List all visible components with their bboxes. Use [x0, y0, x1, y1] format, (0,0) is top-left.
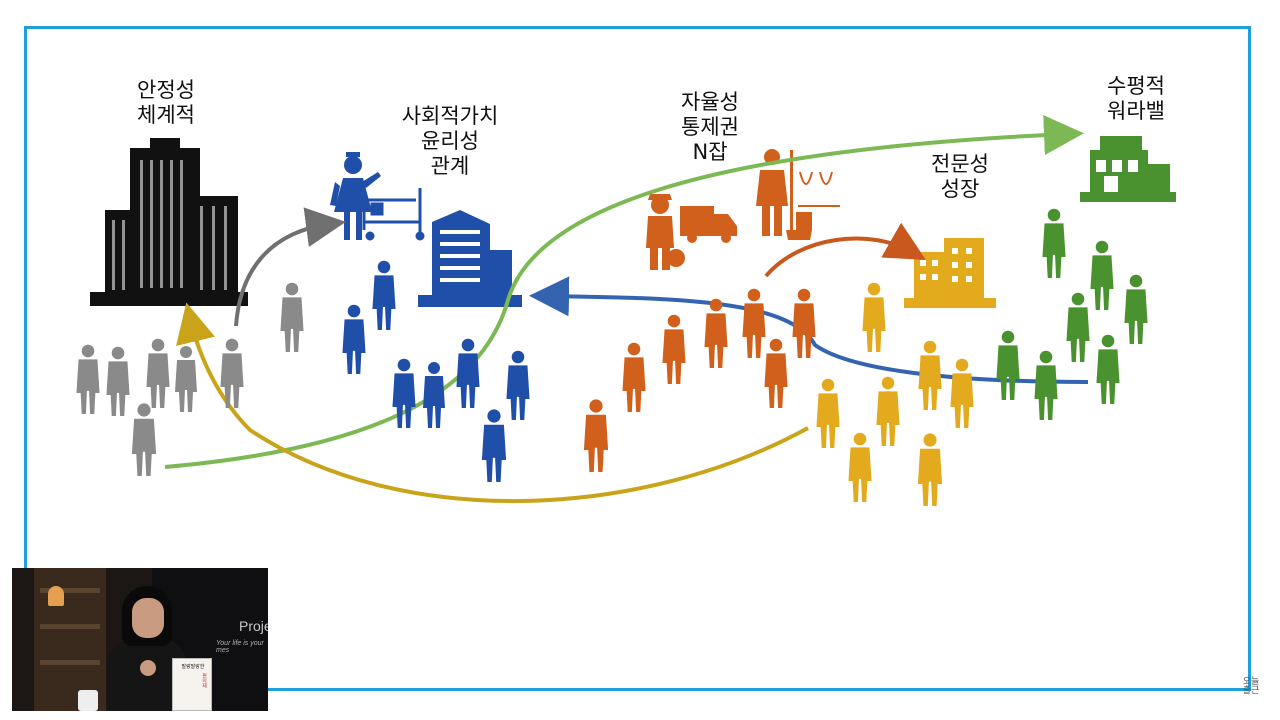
channel-watermark: 오늘 출근 — [1242, 677, 1260, 696]
book-title: 말랑말랑한 — [181, 664, 205, 670]
startup-office-icon — [1080, 136, 1176, 202]
speaker-face — [132, 598, 164, 638]
label-stability: 안정성 체계적 — [137, 78, 195, 127]
skyscraper-icon — [90, 138, 248, 306]
orange-arrow — [764, 222, 926, 278]
delivery-worker-icon — [646, 194, 685, 270]
hospital-bed-icon — [362, 188, 425, 241]
yellow-arrow — [176, 302, 809, 504]
book-cover: 말랑말랑한 편의제 — [172, 658, 212, 711]
banner-subtitle: Your life is your mes — [216, 640, 264, 654]
banner-title: Project — [239, 618, 268, 634]
company-building-icon — [904, 238, 996, 308]
janitor-icon — [756, 149, 812, 240]
person-silhouette-icon — [816, 282, 974, 506]
label-social: 사회적가치 윤리성 관계 — [401, 104, 499, 178]
bookshelf — [34, 568, 106, 711]
green-arrow — [164, 115, 1084, 469]
lamp-icon — [48, 586, 64, 606]
book-side-text: 편의제 — [201, 673, 207, 688]
webcam-overlay: Project Your life is your mes 말랑말랑한 편의제 — [12, 568, 268, 711]
urinal-icon — [798, 171, 840, 207]
mug-icon — [78, 690, 98, 711]
label-horizontal: 수평적 워라밸 — [1107, 74, 1165, 123]
gray-arrow — [234, 207, 346, 327]
office-building-icon — [418, 210, 522, 307]
speaker-hand — [140, 660, 156, 676]
nurse-icon — [330, 152, 381, 240]
person-silhouette-icon — [583, 288, 816, 472]
person-silhouette-icon — [996, 208, 1148, 420]
truck-icon — [680, 206, 737, 243]
person-silhouette-icon — [76, 282, 304, 476]
label-autonomy: 자율성 통제권 N잡 — [681, 90, 739, 164]
label-expertise: 전문성 성장 — [931, 152, 989, 201]
